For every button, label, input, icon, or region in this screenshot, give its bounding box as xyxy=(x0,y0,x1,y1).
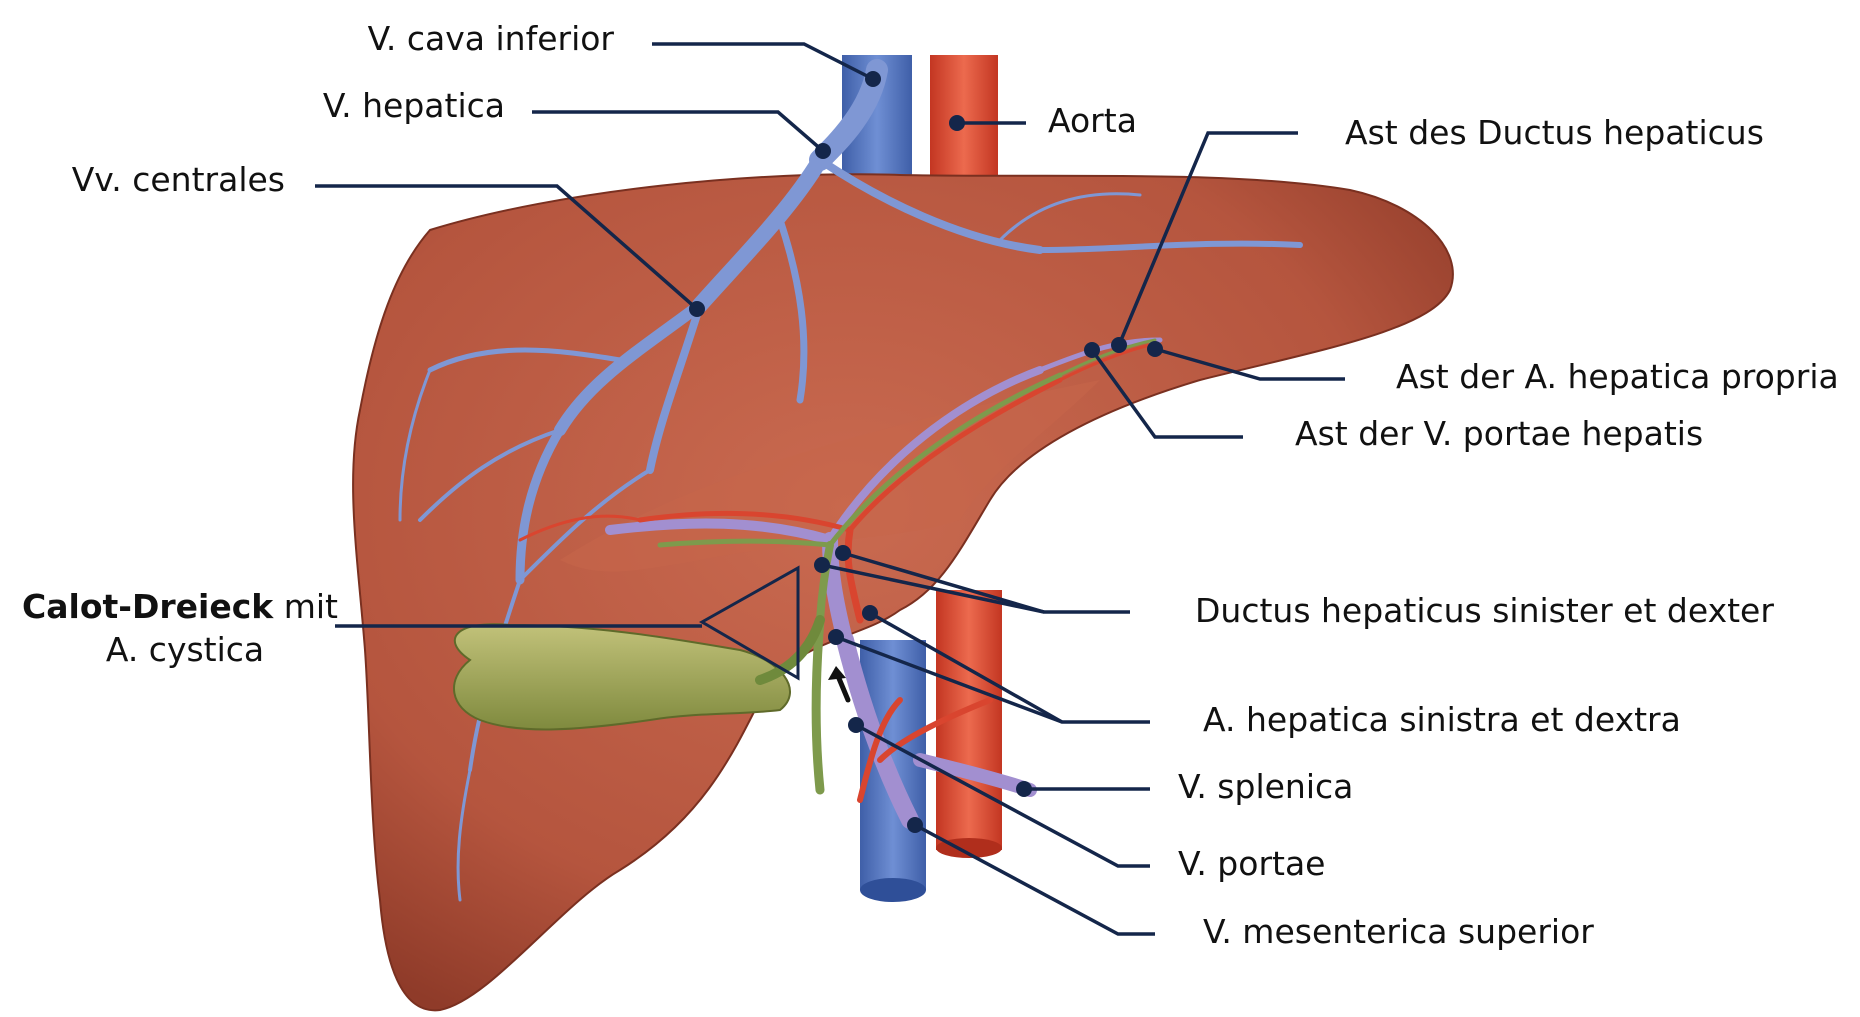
label-ast-ductus-hepaticus: Ast des Ductus hepaticus xyxy=(1345,113,1764,152)
dot-v-portae xyxy=(848,717,864,733)
dot-v-hepatica xyxy=(815,143,831,159)
leader-v-hepatica xyxy=(532,110,825,153)
leader-lines xyxy=(315,42,1345,936)
label-calot-dreieck: Calot-Dreieck mit xyxy=(20,587,340,627)
dot-aorta xyxy=(949,115,965,131)
leader-v-mesenterica xyxy=(914,823,1155,936)
leader-v-portae xyxy=(855,723,1150,868)
leader-vv-centrales xyxy=(315,184,699,311)
leader-ductus-hepaticus-b xyxy=(821,563,1045,614)
label-calot-bold: Calot-Dreieck xyxy=(22,587,274,626)
calot-triangle xyxy=(698,565,800,681)
label-v-portae: V. portae xyxy=(1178,844,1326,883)
label-v-splenica: V. splenica xyxy=(1178,767,1354,806)
leader-v-cava-inferior xyxy=(652,42,874,81)
label-vv-centrales: Vv. centrales xyxy=(71,160,285,199)
label-a-hepatica-sin-dex: A. hepatica sinistra et dextra xyxy=(1203,700,1681,739)
leader-a-hepatica-b xyxy=(835,635,1063,724)
label-v-hepatica: V. hepatica xyxy=(322,86,505,125)
dot-v-splenica xyxy=(1016,781,1032,797)
dot-vv-centrales xyxy=(689,301,705,317)
leader-dots xyxy=(689,71,1163,833)
leader-ast-v-portae-hepatis xyxy=(1090,348,1243,439)
leader-ast-ductus-hepaticus xyxy=(1117,131,1298,346)
flow-arrow-icon xyxy=(828,666,851,703)
dot-a-hepatica-b xyxy=(828,629,844,645)
liver-shape xyxy=(352,173,1454,1012)
dot-ast-ductus-hepaticus xyxy=(1111,337,1127,353)
dot-ast-a-hepatica-propria xyxy=(1147,341,1163,357)
dot-v-cava-inferior xyxy=(865,71,881,87)
label-calot-rest: mit xyxy=(273,587,338,626)
dot-v-mesenterica xyxy=(907,817,923,833)
dot-ductus-hepaticus-b xyxy=(814,557,830,573)
label-v-cava-inferior: V. cava inferior xyxy=(367,19,614,58)
bile-ducts xyxy=(657,338,1157,795)
leader-ast-a-hepatica-propria xyxy=(1154,347,1345,381)
label-ast-a-hepatica-propria: Ast der A. hepatica propria xyxy=(1396,357,1839,396)
label-aorta: Aorta xyxy=(1048,101,1137,140)
label-v-mesenterica-superior: V. mesenterica superior xyxy=(1203,912,1594,951)
label-ast-v-portae-hepatis: Ast der V. portae hepatis xyxy=(1295,414,1704,453)
label-ductus-hepaticus-sin-dex: Ductus hepaticus sinister et dexter xyxy=(1195,591,1774,630)
dot-ast-v-portae-hepatis xyxy=(1084,342,1100,358)
label-a-cystica: A. cystica xyxy=(105,630,265,669)
dot-ductus-hepaticus-a xyxy=(835,545,851,561)
aorta-vessel xyxy=(930,55,1002,858)
dot-a-hepatica-a xyxy=(862,605,878,621)
